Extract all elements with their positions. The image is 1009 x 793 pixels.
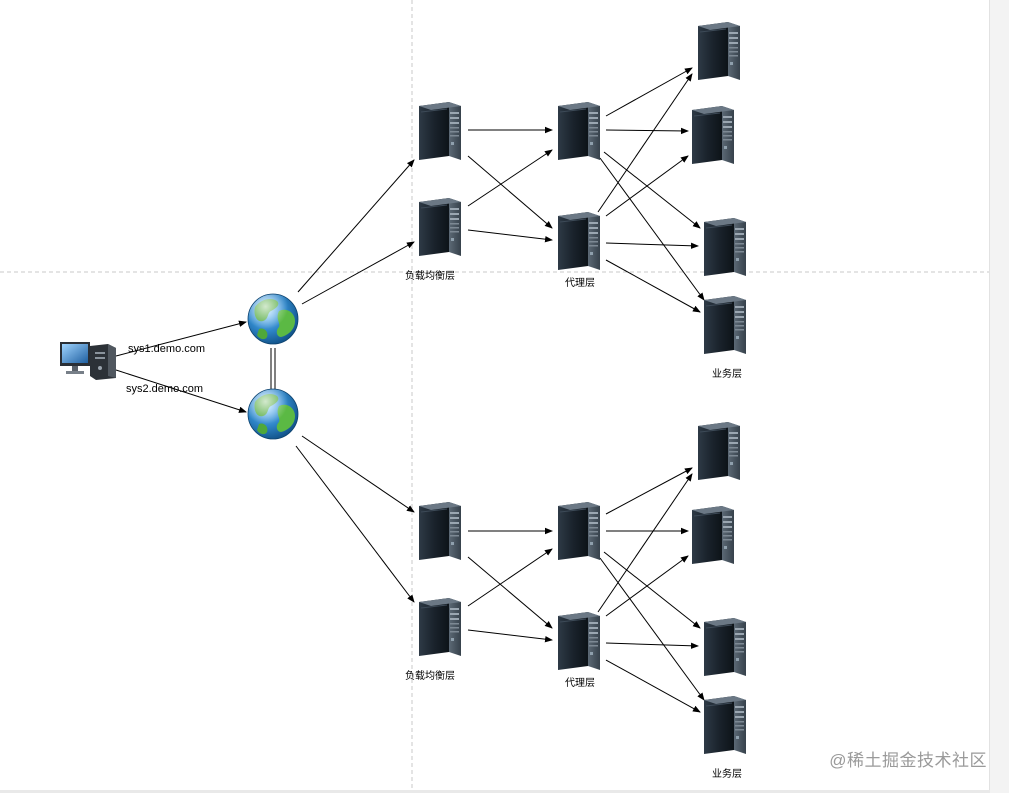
server-tower-icon <box>697 421 741 481</box>
server-tower-icon <box>703 217 747 277</box>
server-tower-icon <box>557 211 601 271</box>
layer-label-proxy-top: 代理层 <box>565 277 595 289</box>
edge-proxy1-biz2 <box>605 127 689 135</box>
server-tower-icon <box>557 101 601 161</box>
edge-client-globe2 <box>115 369 247 413</box>
edge-lb2-proxy2 <box>467 229 553 243</box>
edge-proxy4-biz5 <box>597 473 693 613</box>
server-tower-icon <box>703 695 747 755</box>
edges <box>115 67 705 713</box>
edge-proxy2-biz2 <box>605 155 689 217</box>
server-tower-icon <box>557 501 601 561</box>
layer-label-proxy-bottom: 代理层 <box>565 677 595 689</box>
domain-label-sys2: sys2.demo.com <box>126 383 203 395</box>
edge-globe2-lb3 <box>301 435 415 513</box>
edge-lb3-proxy4 <box>467 556 553 629</box>
edge-proxy3-biz8 <box>599 557 705 701</box>
edge-proxy2-biz1 <box>597 73 693 213</box>
edge-globe1-lb2 <box>301 241 415 305</box>
desktop-computer-icon <box>60 342 116 380</box>
server-tower-icon <box>703 295 747 355</box>
edge-globe2-lb4 <box>295 445 415 603</box>
layer-label-business-bottom: 业务层 <box>712 767 742 780</box>
server-tower-icon <box>691 505 735 565</box>
edge-proxy2-biz4 <box>605 259 701 313</box>
server-tower-icon <box>418 597 462 657</box>
layer-label-load-balance-top: 负载均衡层 <box>405 269 455 282</box>
domain-label-sys1: sys1.demo.com <box>128 343 205 355</box>
server-tower-icon <box>703 617 747 677</box>
edge-proxy4-biz7 <box>605 642 699 649</box>
server-tower-icon <box>418 197 462 257</box>
edge-client-globe1 <box>115 320 247 357</box>
edge-lb4-proxy4 <box>467 629 553 643</box>
watermark-text: @稀土掘金技术社区 <box>829 751 987 770</box>
edge-globe1-lb1 <box>297 159 415 293</box>
edge-proxy3-biz7 <box>603 551 701 629</box>
server-tower-icon <box>691 105 735 165</box>
layer-label-load-balance-bottom: 负载均衡层 <box>405 669 455 682</box>
server-tower-icon <box>697 21 741 81</box>
edge-proxy4-biz6 <box>605 555 689 617</box>
server-tower-icon <box>557 611 601 671</box>
vertical-scrollbar[interactable] <box>989 0 1009 793</box>
edge-proxy3-biz5 <box>605 467 693 515</box>
edge-proxy2-biz3 <box>605 242 699 249</box>
horizontal-scrollbar[interactable] <box>0 790 990 793</box>
globe-icon <box>247 388 299 440</box>
edge-lb4-proxy3 <box>467 548 553 607</box>
edge-proxy4-biz8 <box>605 659 701 713</box>
globe-icon <box>247 293 299 345</box>
server-tower-icon <box>418 101 462 161</box>
edge-proxy1-biz4 <box>599 157 705 301</box>
edge-proxy1-biz3 <box>603 151 701 229</box>
edge-proxy1-biz1 <box>605 67 693 117</box>
edge-lb2-proxy1 <box>467 149 553 207</box>
layer-label-business-top: 业务层 <box>712 367 742 380</box>
edge-lb1-proxy2 <box>467 155 553 229</box>
server-tower-icon <box>418 501 462 561</box>
